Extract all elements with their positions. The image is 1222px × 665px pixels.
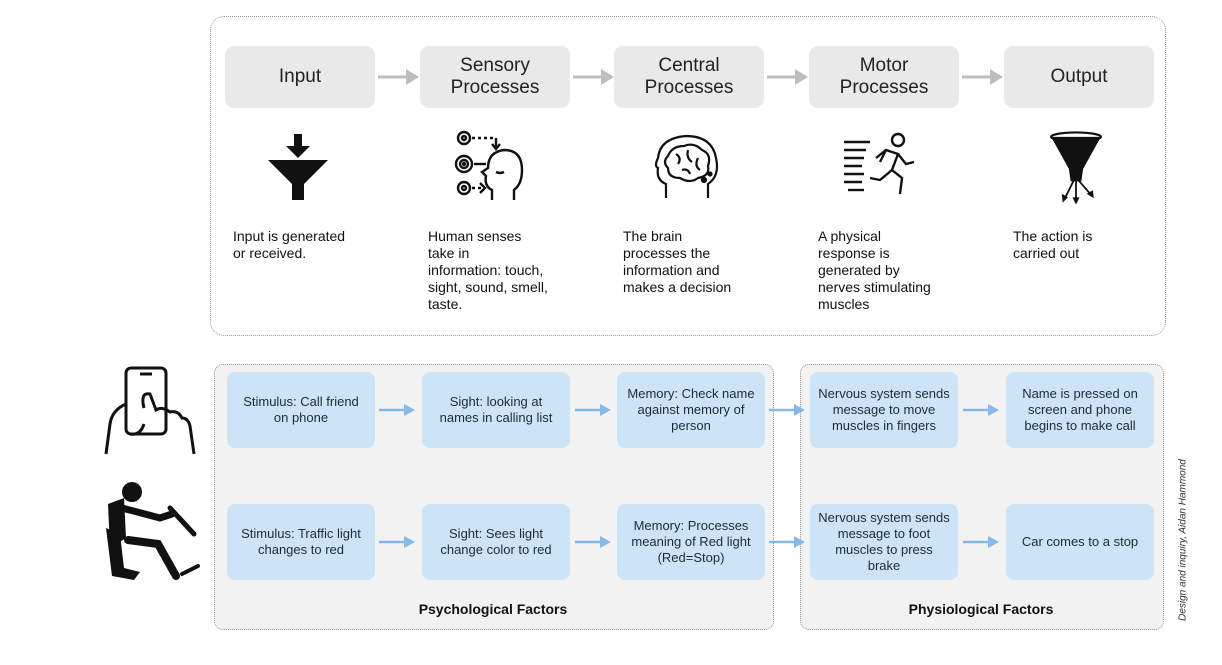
step-box: Nervous system sends message to move mus… bbox=[810, 372, 958, 448]
flow-arrow bbox=[963, 536, 999, 548]
stage-title-line2: Processes bbox=[644, 77, 734, 98]
description-line: sight, sound, smell, bbox=[428, 279, 548, 295]
credit-label: Design and inquiry, Aidan Hammond bbox=[1177, 459, 1189, 621]
description-line: nerves stimulating bbox=[818, 279, 931, 295]
flow-arrow bbox=[963, 404, 999, 416]
description-line: taste. bbox=[428, 296, 463, 312]
stage-title-line1: Output bbox=[1050, 66, 1108, 87]
description-line: muscles bbox=[818, 296, 870, 312]
stage-title-line1: Sensory bbox=[460, 55, 530, 76]
stage-title-line2: Processes bbox=[839, 77, 929, 98]
description-line: makes a decision bbox=[623, 279, 732, 295]
flow-arrow bbox=[575, 536, 611, 548]
stage-title-line1: Motor bbox=[859, 55, 909, 76]
step-box: Sight: looking at names in calling list bbox=[422, 372, 570, 448]
description-line: information and bbox=[623, 262, 720, 278]
stage-description: The action is carried out bbox=[1013, 228, 1163, 262]
description-line: or received. bbox=[233, 245, 307, 261]
step-box: Sight: Sees light change color to red bbox=[422, 504, 570, 580]
description-line: response is bbox=[818, 245, 890, 261]
step-text: Memory: Check name against memory of per… bbox=[627, 386, 755, 433]
description-line: generated by bbox=[818, 262, 900, 278]
step-box: Stimulus: Call friend on phone bbox=[227, 372, 375, 448]
stage-arrow bbox=[767, 69, 808, 85]
stage-arrow bbox=[573, 69, 614, 85]
description-line: carried out bbox=[1013, 245, 1080, 261]
description-line: The brain bbox=[623, 228, 683, 244]
step-box: Memory: Check name against memory of per… bbox=[617, 372, 765, 448]
funnel-input-icon bbox=[268, 134, 328, 200]
stage-arrow bbox=[962, 69, 1003, 85]
flow-arrow bbox=[769, 404, 805, 416]
stage-output: Output bbox=[1004, 46, 1154, 108]
brain-head-icon bbox=[654, 134, 719, 198]
step-text: Stimulus: Traffic light changes to red bbox=[241, 526, 361, 557]
step-text: Sight: Sees light change color to red bbox=[440, 526, 552, 557]
stage-description: The brain processes the information and … bbox=[623, 228, 773, 296]
stage-description: Human senses take in information: touch,… bbox=[428, 228, 578, 313]
flow-arrow bbox=[379, 536, 415, 548]
step-text: Sight: looking at names in calling list bbox=[439, 394, 553, 425]
description-line: take in bbox=[428, 245, 470, 261]
description-line: Human senses bbox=[428, 228, 522, 244]
running-person-icon bbox=[844, 132, 915, 195]
stage-title-line2: Processes bbox=[450, 77, 540, 98]
stage-arrow bbox=[378, 69, 419, 85]
flow-arrow bbox=[769, 536, 805, 548]
physiological-label: Physiological Factors bbox=[908, 601, 1054, 617]
description-line: A physical bbox=[818, 228, 882, 244]
senses-head-icon bbox=[454, 130, 524, 200]
step-text: Name is pressed on screen and phone begi… bbox=[1022, 386, 1138, 433]
step-text: Memory: Processes meaning of Red light (… bbox=[631, 518, 751, 565]
funnel-output-icon bbox=[1050, 131, 1102, 205]
step-text: Car comes to a stop bbox=[1021, 534, 1139, 549]
step-text: Stimulus: Call friend on phone bbox=[243, 394, 359, 425]
stage-title-line1: Input bbox=[278, 66, 322, 87]
step-box: Name is pressed on screen and phone begi… bbox=[1006, 372, 1154, 448]
phone-hand-icon bbox=[104, 366, 196, 455]
step-box: Memory: Processes meaning of Red light (… bbox=[617, 504, 765, 580]
stage-input: Input bbox=[225, 46, 375, 108]
description-line: information: touch, bbox=[428, 262, 544, 278]
step-text: Nervous system sends message to foot mus… bbox=[818, 510, 950, 573]
step-text: Nervous system sends message to move mus… bbox=[818, 386, 950, 433]
stage-description: A physical response is generated by nerv… bbox=[818, 228, 968, 313]
car-driver-icon bbox=[106, 482, 200, 580]
flow-arrow bbox=[575, 404, 611, 416]
description-line: processes the bbox=[623, 245, 711, 261]
description-line: Input is generated bbox=[233, 228, 346, 244]
description-line: The action is bbox=[1013, 228, 1093, 244]
step-box: Stimulus: Traffic light changes to red bbox=[227, 504, 375, 580]
stage-title-line1: Central bbox=[658, 55, 720, 76]
step-box: Car comes to a stop bbox=[1006, 504, 1154, 580]
credit-text: Design and inquiry, Aidan Hammond bbox=[1168, 450, 1198, 630]
psychological-label: Psychological Factors bbox=[418, 601, 568, 617]
flow-arrow bbox=[379, 404, 415, 416]
step-box: Nervous system sends message to foot mus… bbox=[810, 504, 958, 580]
stage-description: Input is generated or received. bbox=[233, 228, 383, 262]
